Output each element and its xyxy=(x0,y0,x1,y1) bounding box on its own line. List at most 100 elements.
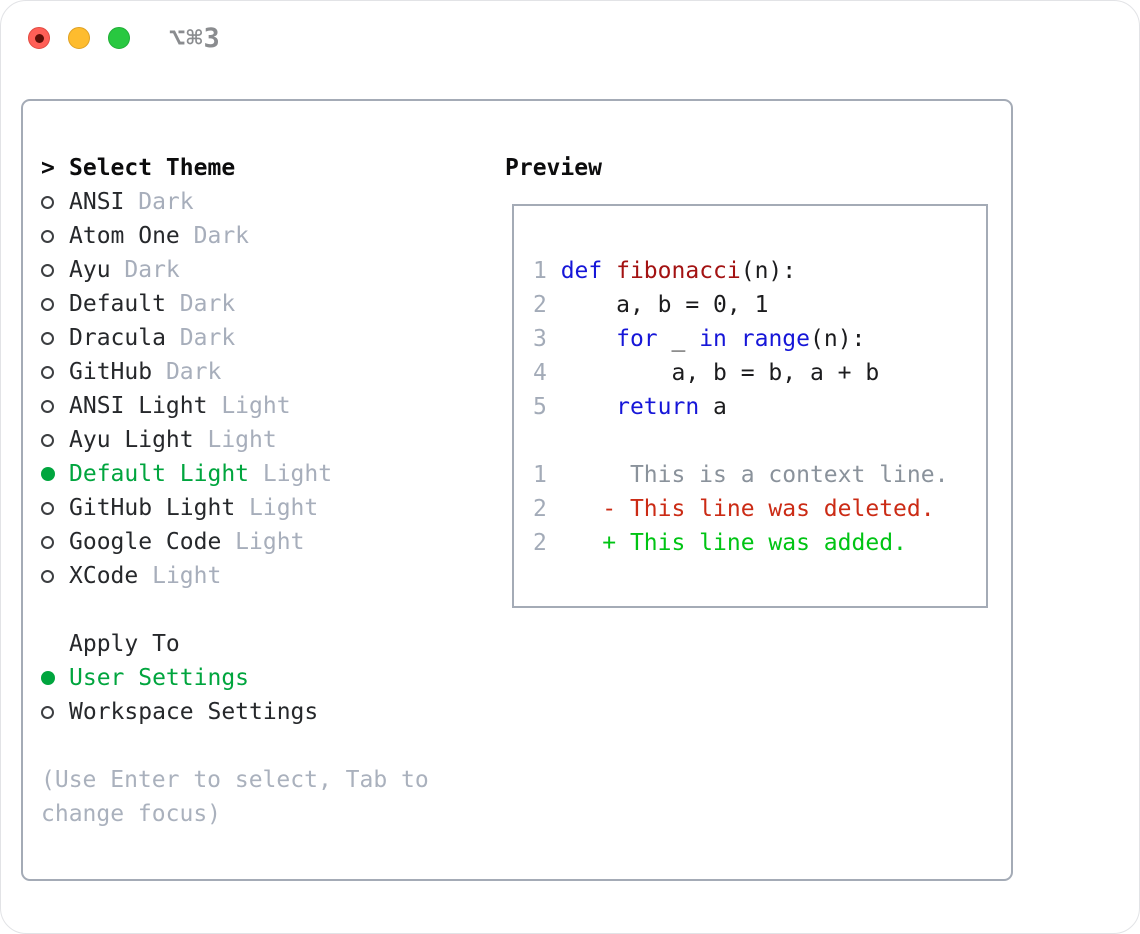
code-token: _ xyxy=(657,326,700,352)
theme-variant-label: Light xyxy=(207,393,291,419)
line-number: 2 xyxy=(533,530,561,556)
code-token: fibonacci xyxy=(616,258,741,284)
theme-option-google-code-label: Google Code xyxy=(69,529,222,555)
select-theme-title: Select Theme xyxy=(69,155,236,181)
preview-code-line: 2 a, b = 0, 1 xyxy=(533,288,986,322)
theme-option-xcode[interactable]: XCode Light xyxy=(41,559,485,593)
theme-option-ansi[interactable]: ANSI Dark xyxy=(41,185,485,219)
zoom-button[interactable] xyxy=(108,27,130,49)
theme-option-ayu-light-label: Ayu Light xyxy=(69,427,194,453)
theme-option-dracula[interactable]: Dracula Dark xyxy=(41,321,485,355)
theme-option-atom-one[interactable]: Atom One Dark xyxy=(41,219,485,253)
theme-option-ansi-light[interactable]: ANSI Light Light xyxy=(41,389,485,423)
preview-code-line: 2 - This line was deleted. xyxy=(533,492,986,526)
theme-option-default-light[interactable]: Default Light Light xyxy=(41,457,485,491)
apply-option-workspace-settings[interactable]: Workspace Settings xyxy=(41,695,485,729)
theme-variant-label: Light xyxy=(249,461,333,487)
code-token: in xyxy=(699,326,727,352)
theme-variant-label: Dark xyxy=(152,359,222,385)
preview-code-line: 3 for _ in range(n): xyxy=(533,322,986,356)
theme-option-github-light-label: GitHub Light xyxy=(69,495,236,521)
radio-unselected-icon xyxy=(41,569,54,583)
code-token: return xyxy=(616,394,700,420)
line-number: 5 xyxy=(533,394,561,420)
preview-code-line: 2 + This line was added. xyxy=(533,526,986,560)
theme-option-ansi-light-label: ANSI Light xyxy=(69,393,208,419)
theme-option-atom-one-label: Atom One xyxy=(69,223,180,249)
theme-option-ayu-label: Ayu xyxy=(69,257,111,283)
theme-option-default[interactable]: Default Dark xyxy=(41,287,485,321)
code-token: This is a context line. xyxy=(560,462,949,488)
code-token xyxy=(602,258,616,284)
apply-option-user-settings[interactable]: User Settings xyxy=(41,661,485,695)
code-token: (n): xyxy=(810,326,866,352)
close-button[interactable] xyxy=(28,27,50,49)
radio-unselected-icon xyxy=(41,297,54,311)
code-token: def xyxy=(560,258,603,284)
theme-option-default-label: Default xyxy=(69,291,166,317)
apply-option-workspace-settings-label: Workspace Settings xyxy=(69,699,319,725)
title-bar: ⌥⌘3 xyxy=(1,1,1139,75)
traffic-lights xyxy=(28,27,130,49)
theme-option-xcode-label: XCode xyxy=(69,563,139,589)
theme-option-github[interactable]: GitHub Dark xyxy=(41,355,485,389)
radio-selected-icon xyxy=(41,671,55,685)
line-number: 3 xyxy=(533,326,561,352)
theme-variant-label: Light xyxy=(138,563,222,589)
theme-variant-label: Dark xyxy=(110,257,180,283)
theme-variant-label: Dark xyxy=(179,223,250,249)
theme-variant-label: Light xyxy=(193,427,277,453)
code-token: for xyxy=(616,326,658,352)
apply-to-header: Apply To xyxy=(41,627,485,661)
theme-variant-label: Dark xyxy=(165,325,236,351)
theme-option-github-label: GitHub xyxy=(69,359,153,385)
preview-code-line: 4 a, b = b, a + b xyxy=(533,356,986,390)
line-number: 2 xyxy=(533,292,561,318)
preview-code-line: 5 return a xyxy=(533,390,986,424)
radio-unselected-icon xyxy=(41,263,54,277)
theme-option-ayu[interactable]: Ayu Dark xyxy=(41,253,485,287)
code-token: (n): xyxy=(740,258,797,284)
radio-unselected-icon xyxy=(41,705,54,719)
select-theme-header: > Select Theme xyxy=(41,151,485,185)
theme-variant-label: Light xyxy=(221,529,305,555)
help-text: (Use Enter to select, Tab to change focu… xyxy=(41,767,429,827)
radio-unselected-icon xyxy=(41,229,54,243)
line-number: 1 xyxy=(533,258,561,284)
code-token xyxy=(561,326,616,352)
code-token xyxy=(561,394,616,420)
code-token: range xyxy=(740,326,810,352)
preview-code-line: 1 def fibonacci(n): xyxy=(533,254,986,288)
theme-variant-label: Dark xyxy=(124,189,194,215)
line-number: 1 xyxy=(533,462,561,488)
code-token: + This line was added. xyxy=(560,530,907,556)
theme-variant-label: Light xyxy=(235,495,319,521)
radio-unselected-icon xyxy=(41,399,54,413)
code-token: a, b = 0, 1 xyxy=(560,292,769,318)
code-token: - This line was deleted. xyxy=(560,496,935,522)
minimize-button[interactable] xyxy=(68,27,90,49)
preview-code-line: 1 This is a context line. xyxy=(533,458,986,492)
line-number: 4 xyxy=(533,360,561,386)
radio-unselected-icon xyxy=(41,535,54,549)
theme-variant-label: Dark xyxy=(165,291,236,317)
window-title: ⌥⌘3 xyxy=(169,22,221,54)
apply-option-user-settings-label: User Settings xyxy=(69,665,250,691)
spacer xyxy=(41,729,485,763)
theme-option-github-light[interactable]: GitHub Light Light xyxy=(41,491,485,525)
spacer xyxy=(41,593,485,627)
preview-title: Preview xyxy=(505,155,602,181)
theme-option-google-code[interactable]: Google Code Light xyxy=(41,525,485,559)
unsaved-dot-icon xyxy=(34,33,44,43)
line-number: 2 xyxy=(533,496,561,522)
theme-option-ayu-light[interactable]: Ayu Light Light xyxy=(41,423,485,457)
radio-unselected-icon xyxy=(41,365,54,379)
radio-unselected-icon xyxy=(41,195,54,209)
prompt-icon: > xyxy=(41,155,55,181)
apply-to-title: Apply To xyxy=(69,631,180,657)
